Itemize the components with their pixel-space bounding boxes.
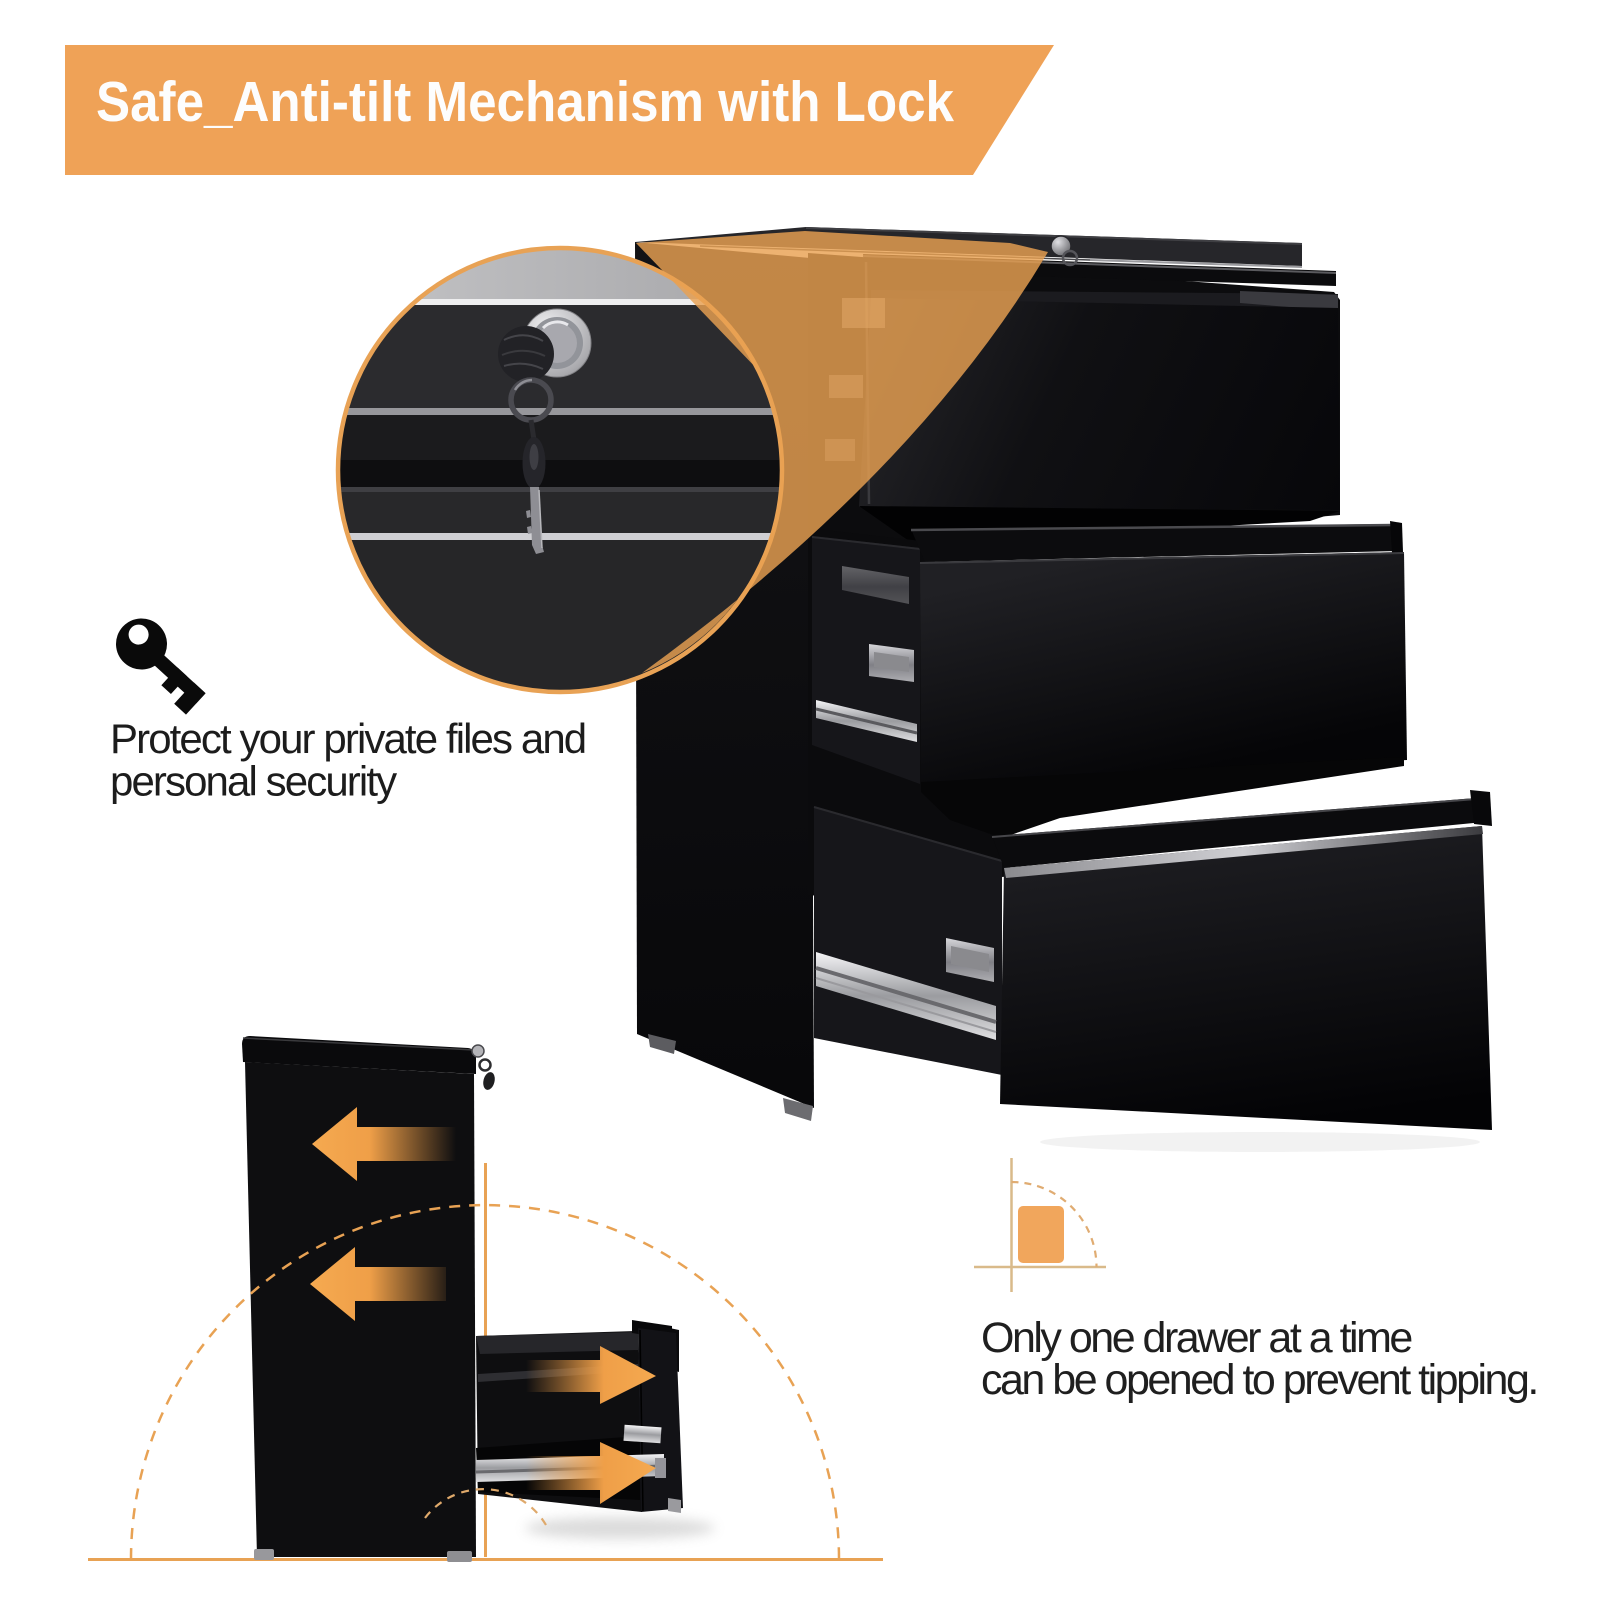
svg-text:Protect your private files and: Protect your private files and: [110, 715, 585, 762]
svg-text:personal security: personal security: [110, 758, 397, 805]
svg-text:Only one drawer at a time: Only one drawer at a time: [981, 1314, 1411, 1362]
svg-text:can be opened to prevent tippi: can be opened to prevent tipping.: [981, 1356, 1537, 1404]
svg-text:Safe_Anti-tilt Mechanism with: Safe_Anti-tilt Mechanism with Lock: [96, 70, 954, 134]
